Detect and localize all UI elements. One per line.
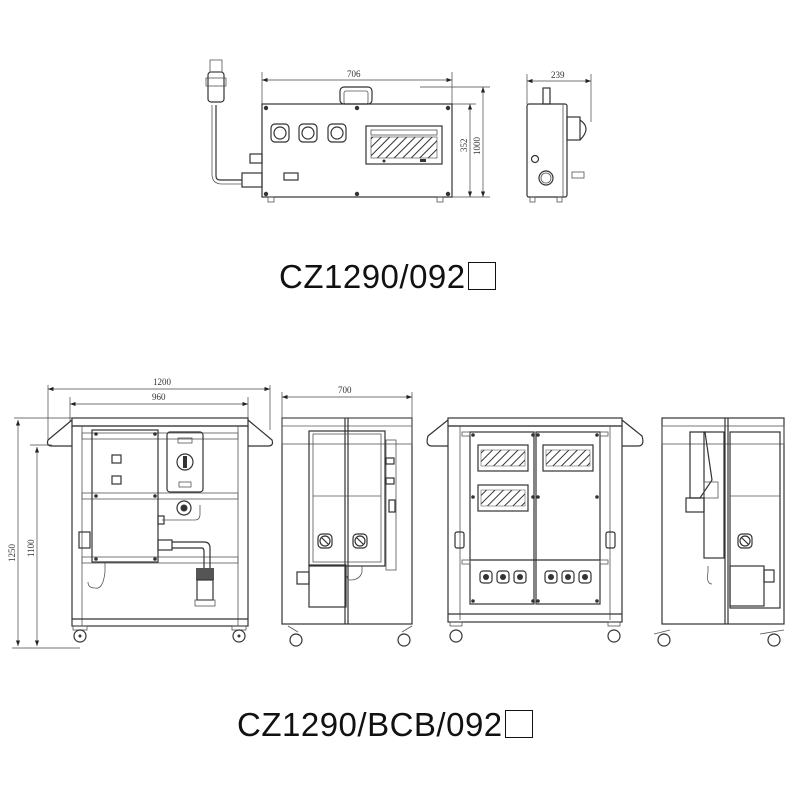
meter-window-icon (365, 125, 443, 165)
bottom-side-view-left: 700 (281, 385, 413, 647)
bottom-rear-view (426, 417, 644, 643)
top-front-view: 706 352 1000 (205, 59, 490, 203)
socket-icon (298, 123, 318, 143)
meter-window-icon (477, 444, 529, 472)
option-checkbox-icon (467, 262, 496, 290)
dim-1200: 1200 (153, 377, 172, 387)
dim-352: 352 (459, 139, 469, 153)
switch-knob-icon (317, 533, 333, 549)
plug-icon (205, 59, 227, 103)
socket-icon (327, 123, 347, 143)
bottom-front-view: 1200 960 1250 1100 (7, 377, 274, 649)
dim-1100: 1100 (26, 539, 36, 557)
socket-row (479, 570, 592, 584)
dim-239: 239 (551, 70, 565, 80)
dim-706: 706 (347, 69, 361, 79)
dim-960: 960 (152, 392, 166, 402)
model-title-bottom: CZ1290/BCB/092 (237, 706, 533, 744)
top-side-view: 239 (526, 70, 592, 203)
meter-window-icon (542, 444, 594, 472)
switch-knob-icon (352, 533, 368, 549)
bottom-side-view-right (653, 417, 785, 647)
option-checkbox-icon (504, 710, 533, 738)
dim-1000: 1000 (472, 137, 482, 156)
plug-icon (194, 568, 216, 607)
switch-knob-icon (737, 533, 753, 549)
model-title-top: CZ1290/092 (279, 258, 496, 296)
meter-window-icon (477, 484, 529, 512)
socket-icon (270, 123, 290, 143)
dim-700: 700 (338, 385, 352, 395)
dim-1250: 1250 (7, 544, 17, 563)
